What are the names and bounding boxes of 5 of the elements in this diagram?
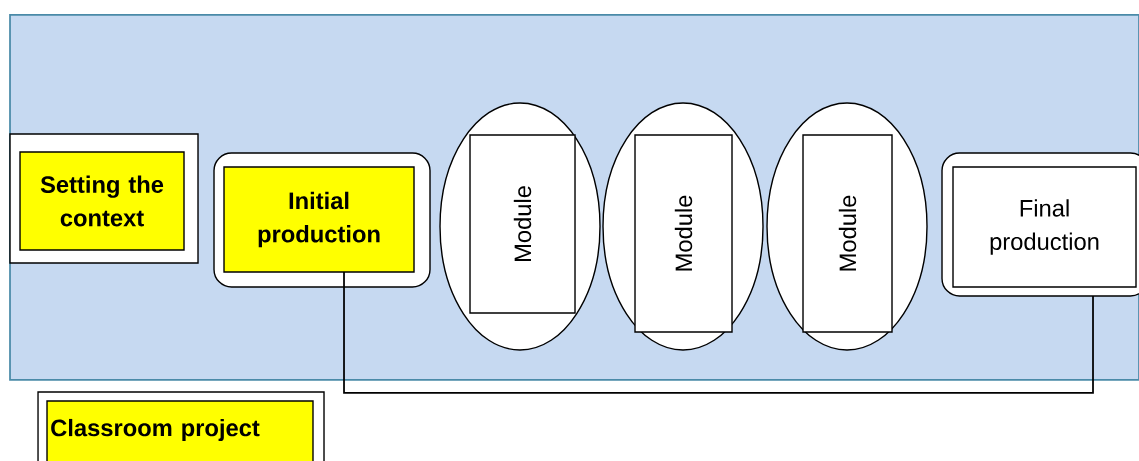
stage-box: Classroom project — [37, 391, 325, 461]
stage-box: Initial production — [213, 152, 431, 288]
stage-box: Final production — [941, 152, 1139, 297]
connector-line — [343, 271, 1094, 394]
stage-box: Setting the context — [9, 133, 199, 264]
